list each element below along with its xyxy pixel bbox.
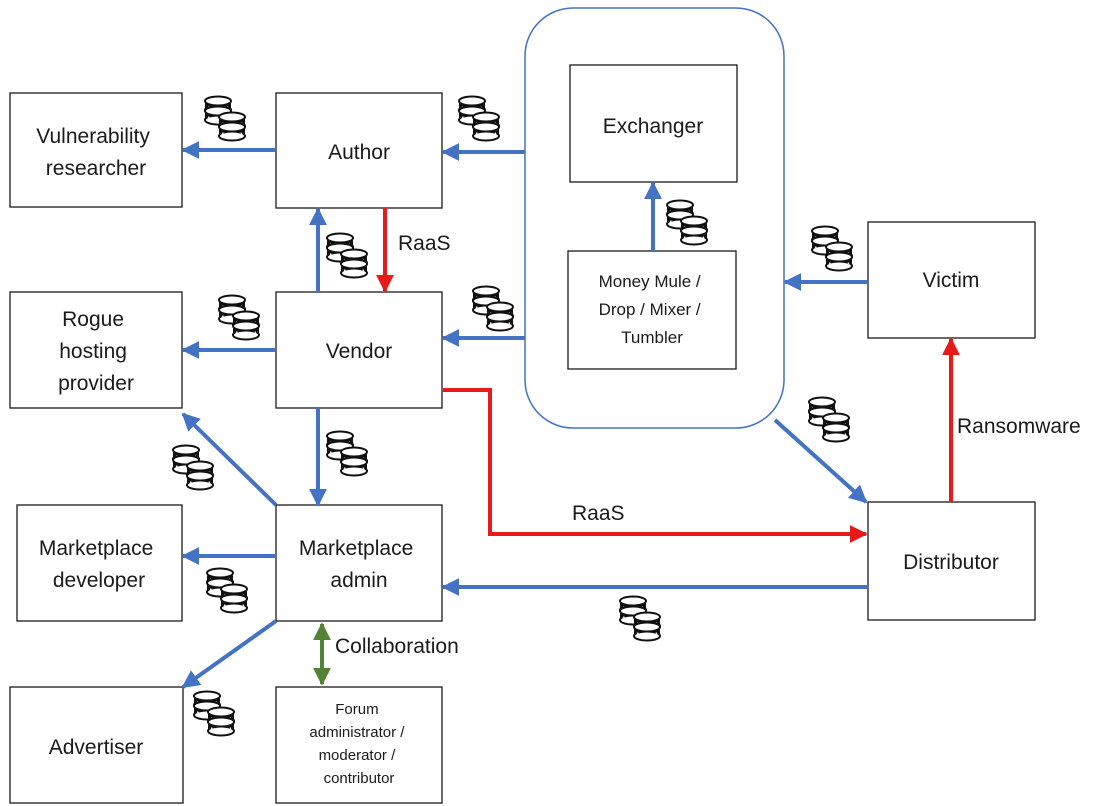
author-label: Author	[328, 141, 390, 164]
coin-stack-icon	[172, 444, 214, 491]
forum-label-2: administrator /	[309, 724, 405, 741]
vulnerability-researcher-box: Vulnerability researcher	[9, 92, 183, 208]
coin-stack-icon	[218, 294, 260, 341]
coin-stack-icon	[204, 95, 246, 142]
ransomware-label: Ransomware	[957, 415, 1081, 438]
advertiser-label: Advertiser	[49, 736, 144, 759]
raas-label-author-vendor: RaaS	[398, 232, 451, 255]
coin-stack-icon	[326, 232, 368, 279]
arrow-group-to-distributor	[773, 418, 868, 504]
svg-text:Rogue hosting prov: Rogue hosting provider	[58, 308, 134, 395]
marketplace-developer-label-2: developer	[53, 569, 145, 592]
coin-stack-icon	[811, 225, 853, 272]
forum-label-4: contributor	[324, 770, 395, 787]
marketplace-admin-box: Marketplace admin	[275, 504, 443, 622]
arrow-vendor-to-distributor-raas	[443, 388, 868, 543]
money-mule-label-3: Tumbler	[621, 328, 683, 347]
coin-stack-icon	[206, 567, 248, 614]
distributor-box: Distributor	[867, 501, 1036, 621]
exchanger-label: Exchanger	[603, 115, 703, 138]
money-laundering-group	[524, 7, 785, 429]
vulnerability-researcher-label-1: Vulnerability	[36, 125, 150, 148]
coin-stack-icon	[326, 430, 368, 477]
forum-box: Forum administrator / moderator / contri…	[275, 686, 443, 804]
svg-text:Money Mule / Drop / Mixe: Money Mule / Drop / Mixer / Tumbler	[599, 272, 706, 347]
rogue-hosting-label-1: Rogue	[62, 308, 124, 331]
vendor-box: Vendor	[275, 291, 443, 409]
arrow-admin-to-rogue-hosting	[181, 412, 278, 507]
rogue-hosting-label-2: hosting	[59, 340, 127, 363]
victim-box: Victim	[867, 221, 1036, 339]
forum-label-3: moderator /	[319, 747, 397, 764]
coin-stack-icon	[666, 199, 708, 246]
arrow-admin-to-advertiser	[181, 619, 278, 689]
coin-stack-icon	[808, 396, 850, 443]
victim-label: Victim	[923, 269, 980, 292]
author-box: Author	[275, 92, 443, 209]
rogue-hosting-label-3: provider	[58, 372, 134, 395]
svg-text:Forum administrator /: Forum administrator / moderator / contri…	[309, 701, 408, 787]
coin-stack-icon	[193, 690, 235, 737]
advertiser-box: Advertiser	[9, 686, 184, 804]
rogue-hosting-provider-box: Rogue hosting provider	[9, 291, 183, 409]
coin-stack-icon	[619, 595, 661, 642]
coin-stack-icon	[472, 285, 514, 332]
forum-label-1: Forum	[335, 701, 378, 718]
exchanger-box: Exchanger	[569, 64, 738, 183]
money-mule-box: Money Mule / Drop / Mixer / Tumbler	[567, 250, 737, 370]
svg-text:Marketplace admin: Marketplace admin	[299, 537, 419, 592]
money-mule-label-1: Money Mule /	[599, 272, 701, 291]
marketplace-developer-box: Marketplace developer	[16, 504, 183, 622]
svg-text:Marketplace developer: Marketplace developer	[39, 537, 159, 592]
raas-label-vendor-distributor: RaaS	[572, 502, 625, 525]
vulnerability-researcher-label-2: researcher	[46, 157, 146, 180]
marketplace-admin-label-1: Marketplace	[299, 537, 413, 560]
coin-stack-icon	[458, 95, 500, 142]
vendor-label: Vendor	[326, 340, 393, 363]
marketplace-developer-label-1: Marketplace	[39, 537, 153, 560]
collaboration-label: Collaboration	[335, 635, 459, 658]
marketplace-admin-label-2: admin	[330, 569, 387, 592]
money-mule-label-2: Drop / Mixer /	[599, 300, 701, 319]
distributor-label: Distributor	[903, 551, 999, 574]
svg-text:Vulnerability researcher: Vulnerability researcher	[36, 125, 155, 180]
